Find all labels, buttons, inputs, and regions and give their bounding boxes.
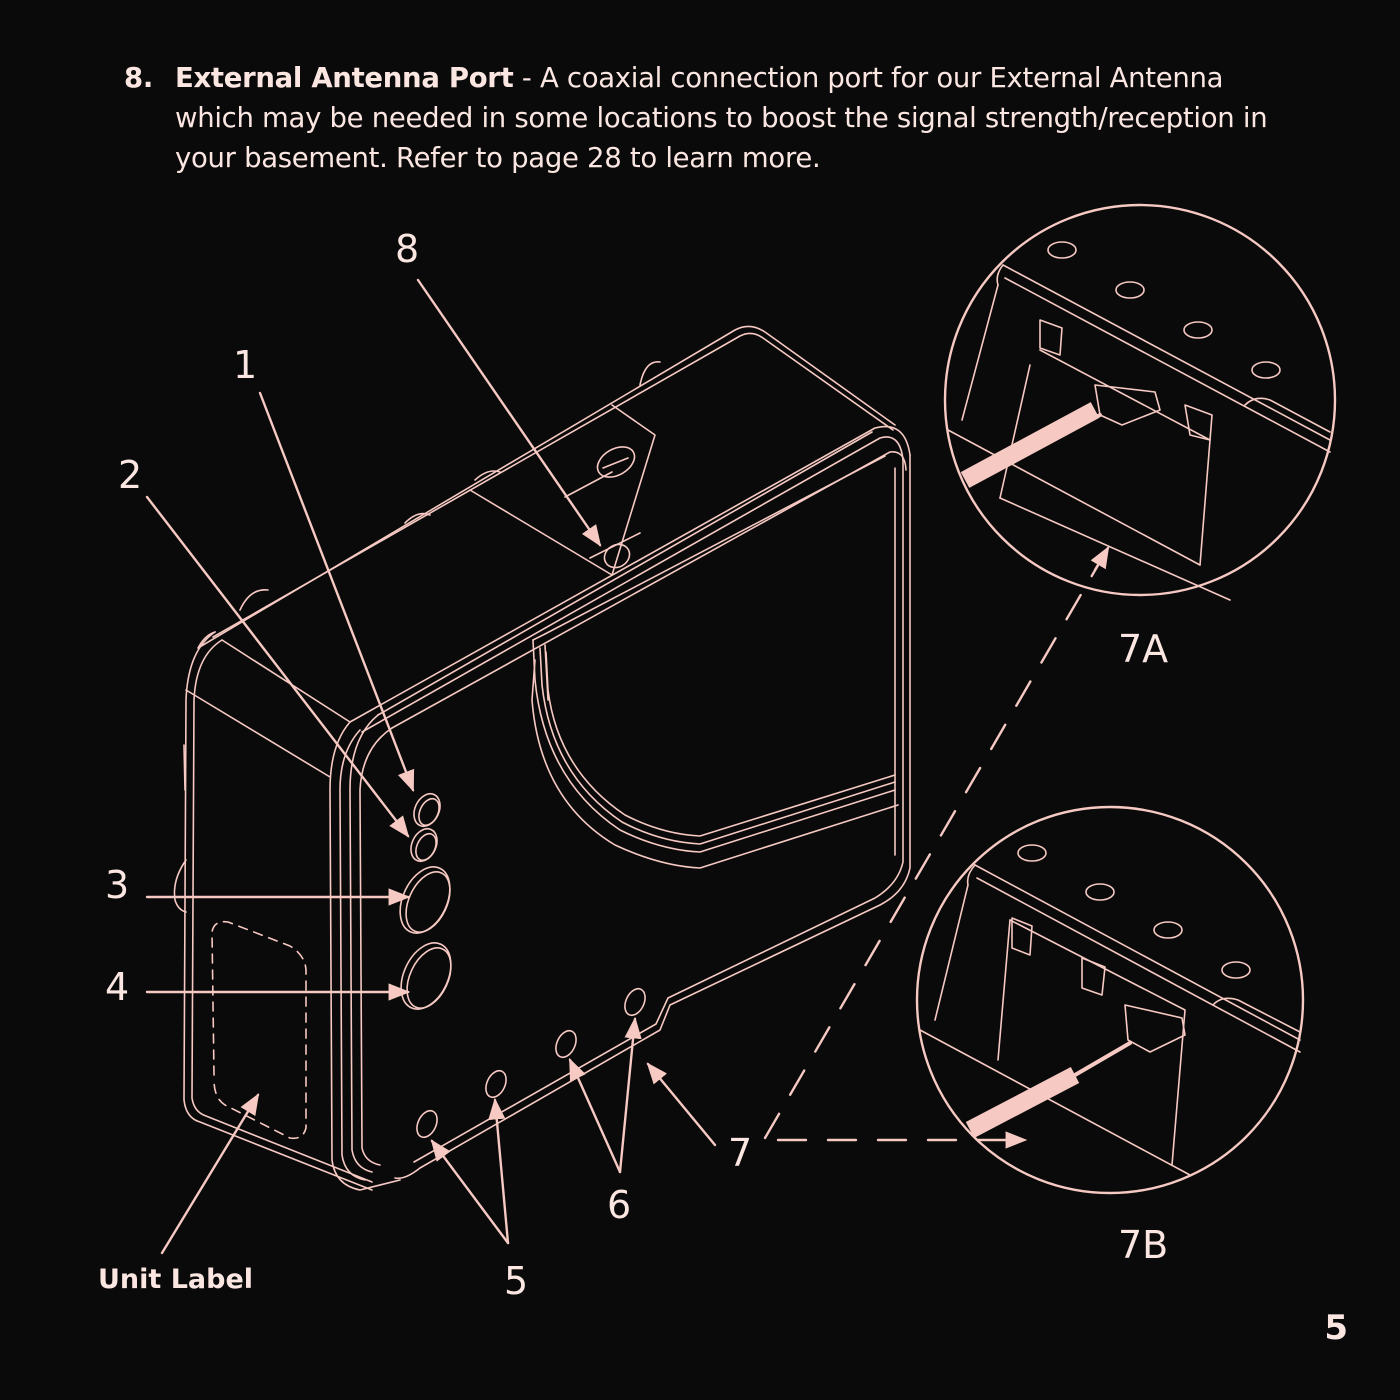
callout-1: 1 (233, 343, 258, 387)
item-number: 8. (124, 62, 153, 94)
page-number: 5 (1324, 1308, 1348, 1348)
description-body: External Antenna Port - A coaxial connec… (175, 58, 1304, 178)
description-text: A coaxial connection port for our Extern… (175, 62, 1268, 174)
callout-7a: 7A (1118, 627, 1169, 671)
callout-4: 4 (105, 965, 130, 1009)
detail-7a (943, 203, 1337, 601)
callout-8: 8 (395, 227, 420, 271)
leader-lines (145, 278, 717, 1255)
device-outline (173, 325, 911, 1191)
description-term: External Antenna Port (175, 62, 514, 94)
port-5a (416, 1109, 438, 1139)
unit-label-caption: Unit Label (98, 1264, 254, 1295)
port-6b (624, 987, 646, 1017)
leader-1 (258, 391, 415, 793)
leader-2 (145, 495, 410, 838)
leader-8 (416, 278, 602, 547)
callout-5: 5 (504, 1259, 529, 1303)
detail-7b (915, 805, 1305, 1195)
callout-7: 7 (728, 1131, 753, 1175)
callout-7b: 7B (1118, 1223, 1169, 1267)
leader-7 (646, 1062, 717, 1147)
callout-3: 3 (105, 863, 130, 907)
port-description: 8. External Antenna Port - A coaxial con… (124, 58, 1304, 178)
port-5b (485, 1069, 507, 1099)
port-6a (555, 1029, 577, 1059)
leader-unit-label (160, 1093, 260, 1255)
ports (399, 792, 646, 1139)
dashed-connectors (763, 546, 1110, 1149)
description-separator: - (513, 62, 540, 94)
callout-2: 2 (118, 453, 143, 497)
callout-6: 6 (607, 1183, 632, 1227)
